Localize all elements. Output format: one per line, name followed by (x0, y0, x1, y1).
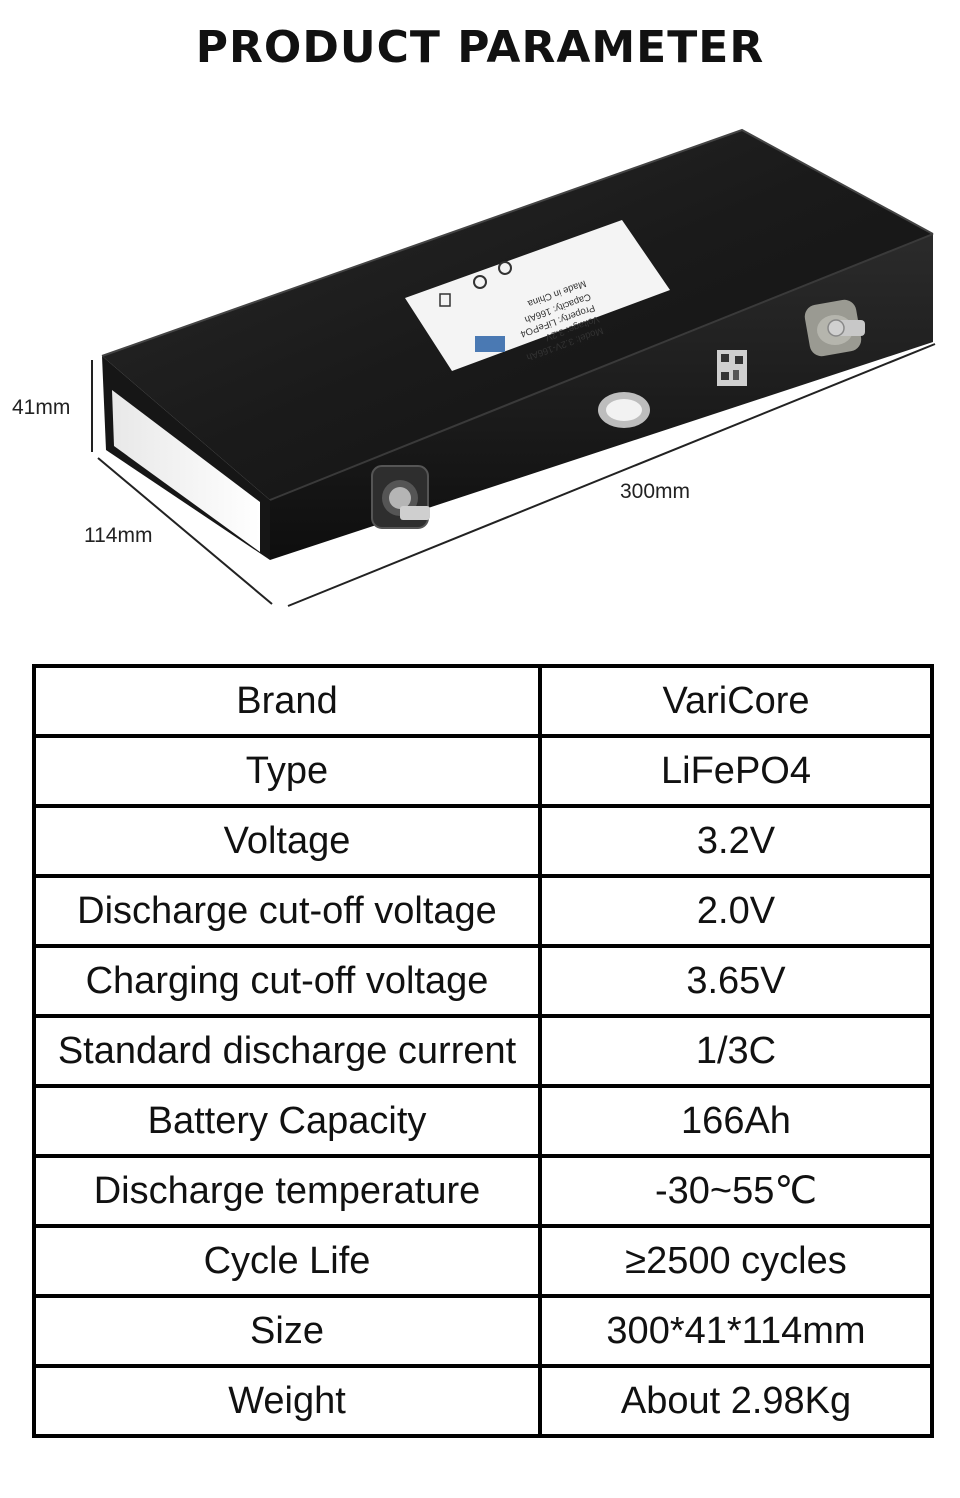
param-label: Weight (32, 1364, 542, 1438)
param-label: Battery Capacity (32, 1084, 542, 1158)
width-dimension-label: 114mm (84, 524, 152, 547)
table-row: Discharge cut-off voltage 2.0V (32, 874, 934, 948)
label-barcode-icon (475, 336, 505, 352)
param-label: Cycle Life (32, 1224, 542, 1298)
table-row: Charging cut-off voltage 3.65V (32, 944, 934, 1018)
negative-terminal-icon (371, 465, 430, 529)
disposal-bin-icon (439, 293, 451, 307)
param-value: 300*41*114mm (538, 1294, 934, 1368)
param-value: -30~55℃ (538, 1154, 934, 1228)
table-row: Cycle Life ≥2500 cycles (32, 1224, 934, 1298)
param-value: 2.0V (538, 874, 934, 948)
positive-terminal-icon (804, 299, 865, 357)
param-label: Charging cut-off voltage (32, 944, 542, 1018)
param-label: Discharge cut-off voltage (32, 874, 542, 948)
param-value: About 2.98Kg (538, 1364, 934, 1438)
length-dimension-label: 300mm (620, 480, 690, 503)
param-value: VariCore (538, 664, 934, 738)
battery-front-face (270, 234, 933, 560)
param-value: LiFePO4 (538, 734, 934, 808)
param-value: 3.65V (538, 944, 934, 1018)
param-label: Voltage (32, 804, 542, 878)
table-row: Battery Capacity 166Ah (32, 1084, 934, 1158)
param-value: 166Ah (538, 1084, 934, 1158)
param-value: ≥2500 cycles (538, 1224, 934, 1298)
param-value: 1/3C (538, 1014, 934, 1088)
param-label: Size (32, 1294, 542, 1368)
safety-vent-icon (598, 392, 650, 428)
ce-mark-icon (498, 261, 512, 275)
param-label: Type (32, 734, 542, 808)
param-label: Standard discharge current (32, 1014, 542, 1088)
table-row: Standard discharge current 1/3C (32, 1014, 934, 1088)
qr-code-icon (717, 350, 747, 386)
table-row: Type LiFePO4 (32, 734, 934, 808)
table-row: Brand VariCore (32, 664, 934, 738)
param-label: Discharge temperature (32, 1154, 542, 1228)
param-value: 3.2V (538, 804, 934, 878)
recycle-icon (473, 275, 487, 289)
table-row: Size 300*41*114mm (32, 1294, 934, 1368)
battery-label-sticker: Model: 3.2V-166Ah Voltage: 3.2V Property… (405, 220, 670, 371)
param-label: Brand (32, 664, 542, 738)
dimension-lines (91, 343, 936, 607)
table-row: Weight About 2.98Kg (32, 1364, 934, 1438)
battery-product-illustration: Model: 3.2V-166Ah Voltage: 3.2V Property… (12, 128, 936, 607)
table-row: Discharge temperature -30~55℃ (32, 1154, 934, 1228)
spec-table: Brand VariCore Type LiFePO4 Voltage 3.2V… (32, 664, 934, 1438)
table-row: Voltage 3.2V (32, 804, 934, 878)
height-dimension-label: 41mm (12, 396, 70, 419)
page-title: PRODUCT PARAMETER (195, 22, 765, 73)
battery-end-insulator (112, 390, 260, 552)
